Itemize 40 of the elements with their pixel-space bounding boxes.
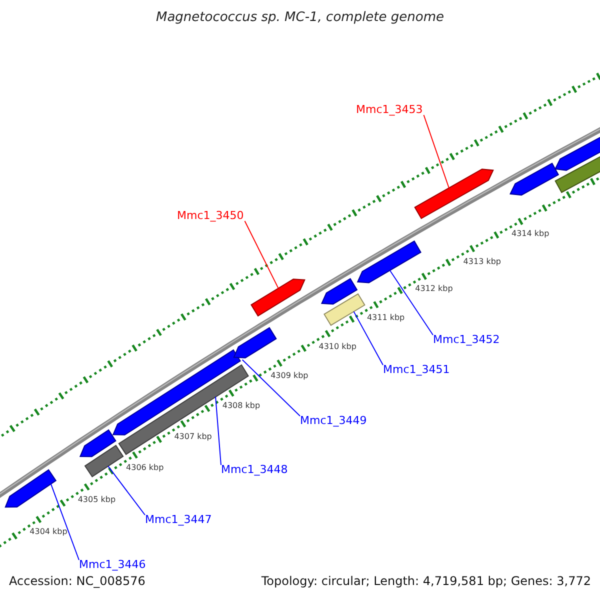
tick-label: 4314 kbp bbox=[511, 229, 550, 238]
tick-label: 4308 kbp bbox=[222, 401, 260, 410]
gene-block bbox=[414, 168, 494, 220]
genome-info-text: Topology: circular; Length: 4,719,581 bp; Genes: 3,772 bbox=[261, 574, 591, 588]
leader-line bbox=[389, 270, 434, 336]
gene-block bbox=[510, 162, 560, 196]
leader-line bbox=[215, 396, 222, 466]
tick-label: 4313 kbp bbox=[463, 256, 501, 266]
tick-label: 4312 kbp bbox=[415, 284, 453, 294]
gene-block bbox=[356, 240, 422, 284]
leader-line bbox=[244, 220, 279, 289]
title: Magnetococcus sp. MC-1, complete genome bbox=[154, 10, 446, 25]
gene-label: Mmc1_3453 bbox=[356, 103, 423, 116]
tick-label: 4306 kbp bbox=[126, 463, 164, 472]
gene-label: Mmc1_3448 bbox=[221, 463, 288, 476]
gene-block bbox=[250, 278, 306, 317]
gene-block bbox=[320, 278, 358, 305]
gene-block bbox=[233, 327, 277, 358]
leader-line bbox=[423, 114, 450, 188]
tick-label: 4307 kbp bbox=[174, 432, 212, 441]
leader-line bbox=[353, 311, 384, 366]
gene-label: Mmc1_3446 bbox=[79, 558, 146, 571]
gene-label: Mmc1_3449 bbox=[300, 414, 367, 427]
gene-label: Mmc1_3452 bbox=[433, 333, 500, 346]
tick-label: 4305 kbp bbox=[78, 494, 116, 504]
gene-bar bbox=[324, 293, 366, 326]
tick-label: 4311 kbp bbox=[366, 312, 405, 322]
accession-text: Accession: NC_008576 bbox=[9, 574, 146, 588]
leader-line bbox=[50, 483, 80, 560]
leader-line bbox=[108, 466, 146, 516]
leader-line bbox=[242, 359, 300, 416]
gene-block bbox=[79, 429, 116, 458]
gene-label: Mmc1_3450 bbox=[177, 209, 244, 222]
tick-label: 4309 kbp bbox=[270, 371, 308, 380]
tick-label: 4310 kbp bbox=[318, 342, 356, 351]
gene-label: Mmc1_3451 bbox=[383, 363, 450, 376]
gene-bar bbox=[84, 444, 124, 478]
gene-block bbox=[4, 469, 57, 508]
gene-label: Mmc1_3447 bbox=[145, 513, 212, 526]
tick-label: 4304 kbp bbox=[30, 527, 68, 536]
